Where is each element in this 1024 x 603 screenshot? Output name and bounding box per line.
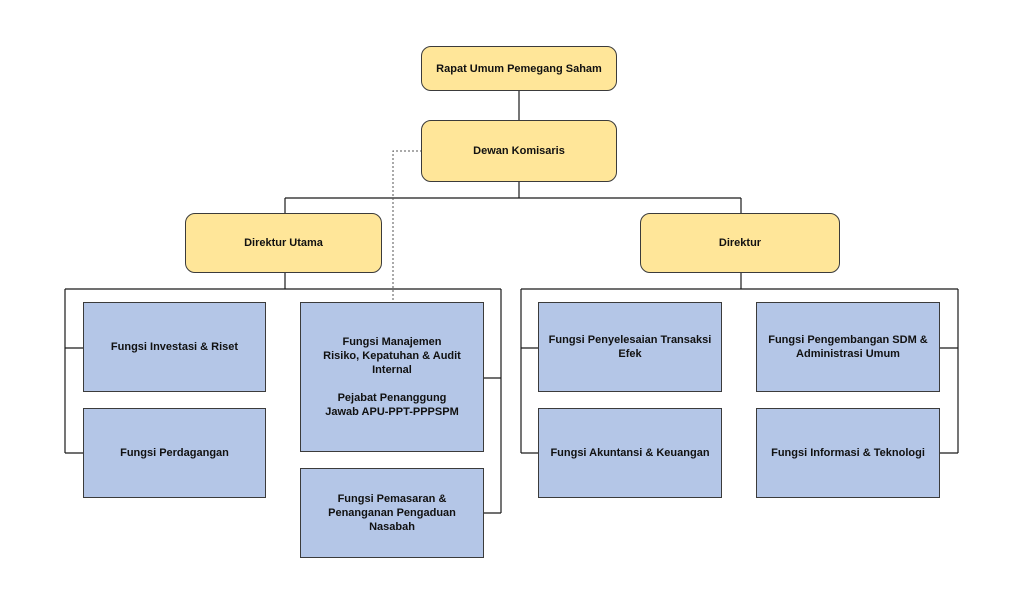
node-informasi-teknologi: Fungsi Informasi & Teknologi [756,408,940,498]
node-akuntansi-keuangan: Fungsi Akuntansi & Keuangan [538,408,722,498]
node-penyelesaian-transaksi: Fungsi Penyelesaian Transaksi Efek [538,302,722,392]
node-informasi-teknologi-label: Fungsi Informasi & Teknologi [771,447,925,459]
node-direktur-utama: Direktur Utama [185,213,382,273]
node-investasi-riset: Fungsi Investasi & Riset [83,302,266,392]
node-rups: Rapat Umum Pemegang Saham [421,46,617,91]
node-dewan-komisaris: Dewan Komisaris [421,120,617,182]
node-pemasaran-label: Fungsi Pemasaran & Penanganan Pengaduan … [328,493,456,533]
node-pemasaran: Fungsi Pemasaran & Penanganan Pengaduan … [300,468,484,558]
node-manajemen-risiko: Fungsi Manajemen Risiko, Kepatuhan & Aud… [300,302,484,452]
node-pejabat-apu-label: Pejabat Penanggung Jawab APU-PPT-PPPSPM [325,392,459,418]
node-rups-label: Rapat Umum Pemegang Saham [436,62,602,75]
node-direktur-utama-label: Direktur Utama [244,237,323,249]
node-pengembangan-sdm-label: Fungsi Pengembangan SDM & Administrasi U… [768,334,928,360]
node-dewan-komisaris-label: Dewan Komisaris [473,145,565,157]
node-pengembangan-sdm: Fungsi Pengembangan SDM & Administrasi U… [756,302,940,392]
node-direktur-label: Direktur [718,237,762,249]
node-perdagangan-label: Fungsi Perdagangan [120,447,229,459]
node-investasi-riset-label: Fungsi Investasi & Riset [110,341,239,353]
node-penyelesaian-transaksi-label: Fungsi Penyelesaian Transaksi Efek [548,334,712,360]
node-direktur: Direktur [640,213,840,273]
node-manajemen-risiko-label: Fungsi Manajemen Risiko, Kepatuhan & Aud… [323,336,461,376]
node-perdagangan: Fungsi Perdagangan [83,408,266,498]
node-akuntansi-keuangan-label: Fungsi Akuntansi & Keuangan [550,447,710,459]
dotted-reporting-line [392,150,422,302]
